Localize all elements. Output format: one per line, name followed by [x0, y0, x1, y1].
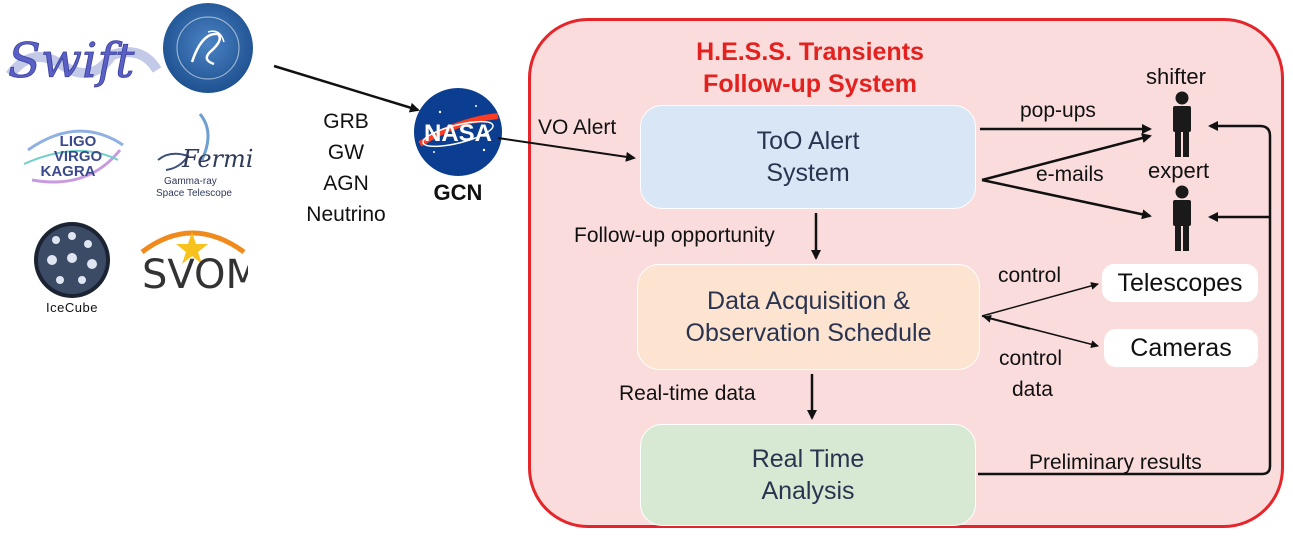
svg-text:LIGO: LIGO	[60, 133, 97, 150]
svg-text:KAGRA: KAGRA	[41, 163, 96, 180]
preliminary-results-label: Preliminary results	[1029, 451, 1202, 474]
event-type-gw: GW	[327, 141, 365, 164]
data-acquisition-label: Data Acquisition & Observation Schedule	[685, 286, 932, 348]
telescopes-box: Telescopes	[1102, 264, 1258, 302]
data-cameras-label: data	[1012, 378, 1053, 401]
event-type-grb: GRB	[323, 110, 369, 133]
system-title: H.E.S.S. Transients Follow-up System	[640, 36, 980, 100]
too-alert-system-label: ToO Alert System	[756, 126, 860, 188]
svom-logo: SVOM	[136, 222, 260, 298]
swift-logo: Swift	[2, 25, 162, 95]
svg-text:SVOM: SVOM	[142, 252, 248, 298]
data-acquisition-box: Data Acquisition & Observation Schedule	[637, 264, 980, 370]
arrow-gcn-to-too	[497, 137, 636, 162]
system-title-line2: Follow-up System	[703, 70, 917, 98]
vo-alert-label: VO Alert	[538, 116, 617, 139]
nasa-logo: NASA	[412, 86, 504, 178]
swift-logo-text: Swift	[8, 33, 135, 89]
einstein-probe-logo	[162, 2, 254, 94]
emails-label: e-mails	[1036, 163, 1104, 186]
arrow-too-to-expert-upper	[981, 133, 1152, 182]
expert-label: expert	[1148, 158, 1210, 183]
svg-text:Fermi: Fermi	[181, 145, 253, 173]
arrow-sources-to-gcn	[273, 64, 420, 113]
control-telescopes-label: control	[998, 264, 1062, 287]
svg-text:IceCube: IceCube	[46, 300, 98, 315]
expert-person-icon	[1173, 185, 1191, 251]
arrow-too-to-expert	[981, 178, 1152, 220]
svg-text:Space Telescope: Space Telescope	[156, 188, 232, 199]
shifter-person-icon	[1173, 91, 1191, 157]
event-type-agn: AGN	[323, 172, 369, 195]
ligo-virgo-kagra-logo: LIGO VIRGO KAGRA	[18, 120, 126, 192]
svg-text:Gamma-ray: Gamma-ray	[164, 176, 217, 187]
arrow-daq-to-telescopes	[981, 282, 1099, 317]
arrow-rta-feedback	[978, 121, 1272, 476]
event-type-neutrino: Neutrino	[306, 203, 386, 226]
control-cameras-label: control	[999, 347, 1063, 370]
icecube-logo: IceCube	[22, 218, 122, 316]
shifter-label: shifter	[1146, 64, 1206, 89]
gcn-label: GCN	[433, 180, 483, 205]
arrow-cameras-to-daq	[983, 314, 1031, 330]
cameras-box: Cameras	[1104, 329, 1258, 367]
real-time-analysis-box: Real Time Analysis	[640, 424, 976, 526]
svg-text:NASA: NASA	[424, 120, 492, 147]
real-time-data-label: Real-time data	[619, 382, 756, 405]
fermi-logo: Fermi Gamma-ray Space Telescope	[140, 112, 255, 204]
followup-opportunity-label: Follow-up opportunity	[574, 224, 775, 247]
svg-text:VIRGO: VIRGO	[54, 148, 103, 165]
real-time-analysis-label: Real Time Analysis	[751, 444, 865, 506]
system-title-line1: H.E.S.S. Transients	[696, 38, 924, 66]
event-types-list: GRB GW AGN Neutrino	[296, 106, 396, 230]
popups-label: pop-ups	[1020, 99, 1096, 122]
too-alert-system-box: ToO Alert System	[640, 105, 976, 209]
